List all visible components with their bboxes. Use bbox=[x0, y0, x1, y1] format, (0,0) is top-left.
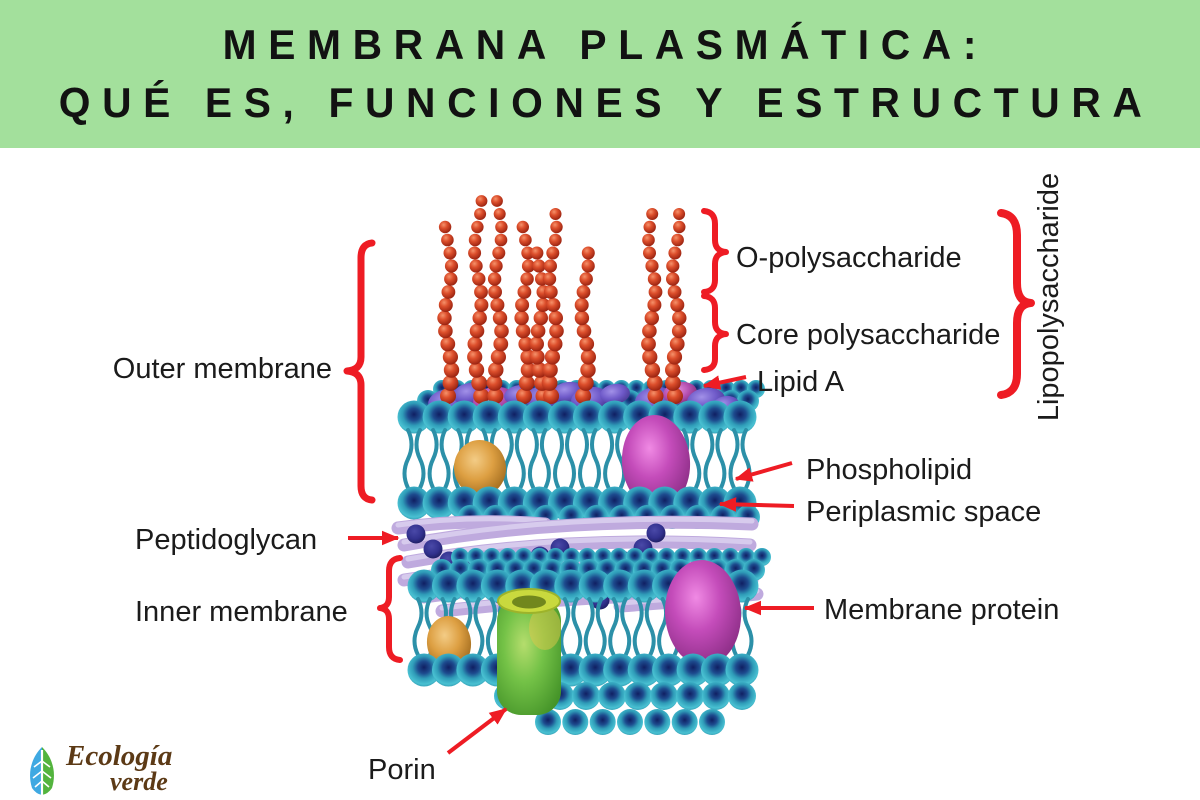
logo-word-ecologia: Ecología bbox=[66, 740, 173, 772]
ecologia-verde-logo: Ecología verde bbox=[24, 740, 173, 798]
label-membrane-protein: Membrane protein bbox=[824, 594, 1059, 626]
leaf-icon bbox=[30, 747, 54, 795]
page-title-line-1: MEMBRANA PLASMÁTICA: bbox=[223, 21, 989, 68]
label-peptidoglycan: Peptidoglycan bbox=[135, 524, 317, 556]
label-lipopolysaccharide: Lipopolysaccharide bbox=[1033, 173, 1065, 421]
porin-arrow bbox=[446, 707, 508, 755]
label-lipid-a: Lipid A bbox=[757, 366, 845, 398]
lipid-a-arrow bbox=[702, 375, 747, 390]
page-title-line-2: QUÉ ES, FUNCIONES Y ESTRUCTURA bbox=[58, 79, 1154, 126]
phospholipid-arrow bbox=[734, 461, 793, 482]
inner-membrane-bilayer bbox=[407, 548, 771, 735]
membrane-illustration bbox=[391, 195, 771, 735]
porin-protein bbox=[497, 588, 561, 715]
logo-word-verde: verde bbox=[110, 766, 168, 796]
lipopolysaccharide-brace bbox=[997, 209, 1035, 399]
outer-membrane-bilayer bbox=[397, 400, 760, 529]
o-polysaccharide-chains bbox=[437, 195, 687, 404]
label-porin: Porin bbox=[368, 754, 436, 786]
label-o-polysaccharide: O-polysaccharide bbox=[736, 242, 962, 274]
label-outer-membrane: Outer membrane bbox=[113, 353, 332, 385]
label-periplasmic-space: Periplasmic space bbox=[806, 496, 1041, 528]
label-inner-membrane: Inner membrane bbox=[135, 596, 348, 628]
core-polysaccharide-brace bbox=[701, 293, 729, 373]
periplasmic-space-arrow bbox=[718, 497, 795, 512]
o-polysaccharide-brace bbox=[701, 208, 729, 295]
outer-membrane-brace bbox=[343, 239, 376, 504]
logo-wordmark: Ecología verde bbox=[66, 740, 173, 796]
label-core-polysaccharide: Core polysaccharide bbox=[736, 319, 1000, 351]
label-phospholipid: Phospholipid bbox=[806, 454, 972, 486]
title-banner: MEMBRANA PLASMÁTICA: QUÉ ES, FUNCIONES Y… bbox=[0, 0, 1200, 148]
inner-membrane-brace bbox=[377, 555, 403, 663]
